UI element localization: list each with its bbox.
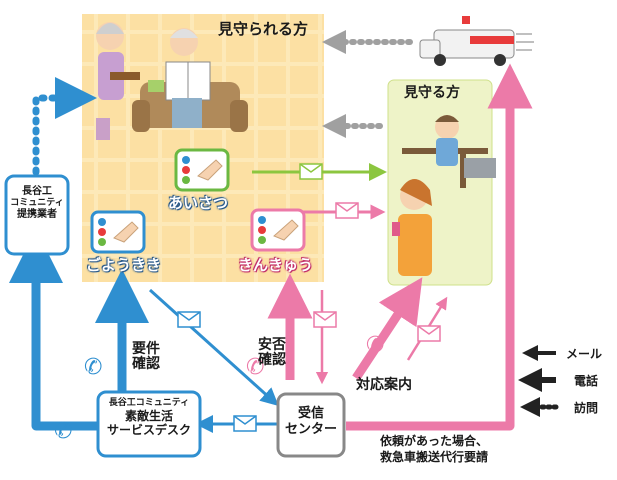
ambulance-request-line: 救急車搬送代行要請 (380, 449, 489, 464)
emergency-remote-icon (250, 208, 306, 252)
ambulance-request-path (346, 63, 533, 431)
requirement-check-line: 要件 (132, 341, 160, 357)
legend-phone-label: 電話 (574, 374, 599, 388)
phone-icon: ✆ (84, 355, 102, 380)
center-node-line: 受信 (297, 406, 324, 421)
phone-icon: ✆ (366, 333, 384, 358)
requirement-check-label: 要件 確認 (132, 342, 160, 371)
partner-node-line: 提携業者 (17, 208, 57, 220)
desk-node-label: 長谷工コミュニティ 素敵生活 サービスデスク (98, 398, 200, 438)
partner-node-line: コミュニティ (10, 198, 64, 208)
response-phone-arrow (352, 277, 423, 381)
desk-node-line: 素敵生活 (124, 408, 173, 423)
desk-node-line: 長谷工コミュニティ (108, 398, 190, 408)
legend-visit-label: 訪問 (574, 401, 599, 415)
greeting-button-label: あいさつ (168, 194, 229, 212)
legend-mail-label: メール (566, 347, 603, 361)
phone-icon: ✆ (54, 419, 72, 444)
greeting-remote-icon (174, 148, 230, 192)
desk-to-partner-path (9, 229, 100, 431)
phone-icon: ✆ (246, 355, 264, 380)
desk-node-line: サービスデスク (106, 423, 191, 438)
partner-node (4, 174, 70, 256)
safety-check-line: 安否 (258, 337, 286, 353)
watched-area-title: 見守られる方 (218, 20, 309, 38)
center-node-line: センター (284, 421, 337, 437)
requirement-check-line: 確認 (132, 355, 160, 372)
order-mail-arrow (148, 288, 279, 407)
ambulance-illustration (419, 16, 534, 66)
ambulance-request-label: 依頼があった場合、 救急車搬送代行要請 (380, 434, 488, 465)
partner-node-line: 長谷工 (22, 186, 52, 197)
safety-check-line: 確認 (258, 351, 286, 368)
center-node (276, 392, 346, 458)
order-remote-icon (90, 210, 146, 254)
emergency-button-label: きんきゅう (238, 256, 314, 274)
elderly-couple-illustration (96, 22, 248, 140)
response-guidance-label: 対応案内 (356, 377, 412, 393)
safety-check-label: 安否 確認 (258, 338, 286, 367)
partner-node-label: 長谷工 コミュニティ 提携業者 (8, 186, 66, 221)
watcher-area-title: 見守る方 (404, 85, 460, 101)
desk-node (96, 390, 202, 458)
partner-visit-path (32, 77, 97, 176)
center-node-label: 受信 センター (278, 406, 344, 437)
order-button-label: ごようきき (86, 256, 162, 274)
watcher-illustration (392, 115, 496, 276)
ambulance-request-line: 依頼があった場合、 (380, 434, 489, 448)
